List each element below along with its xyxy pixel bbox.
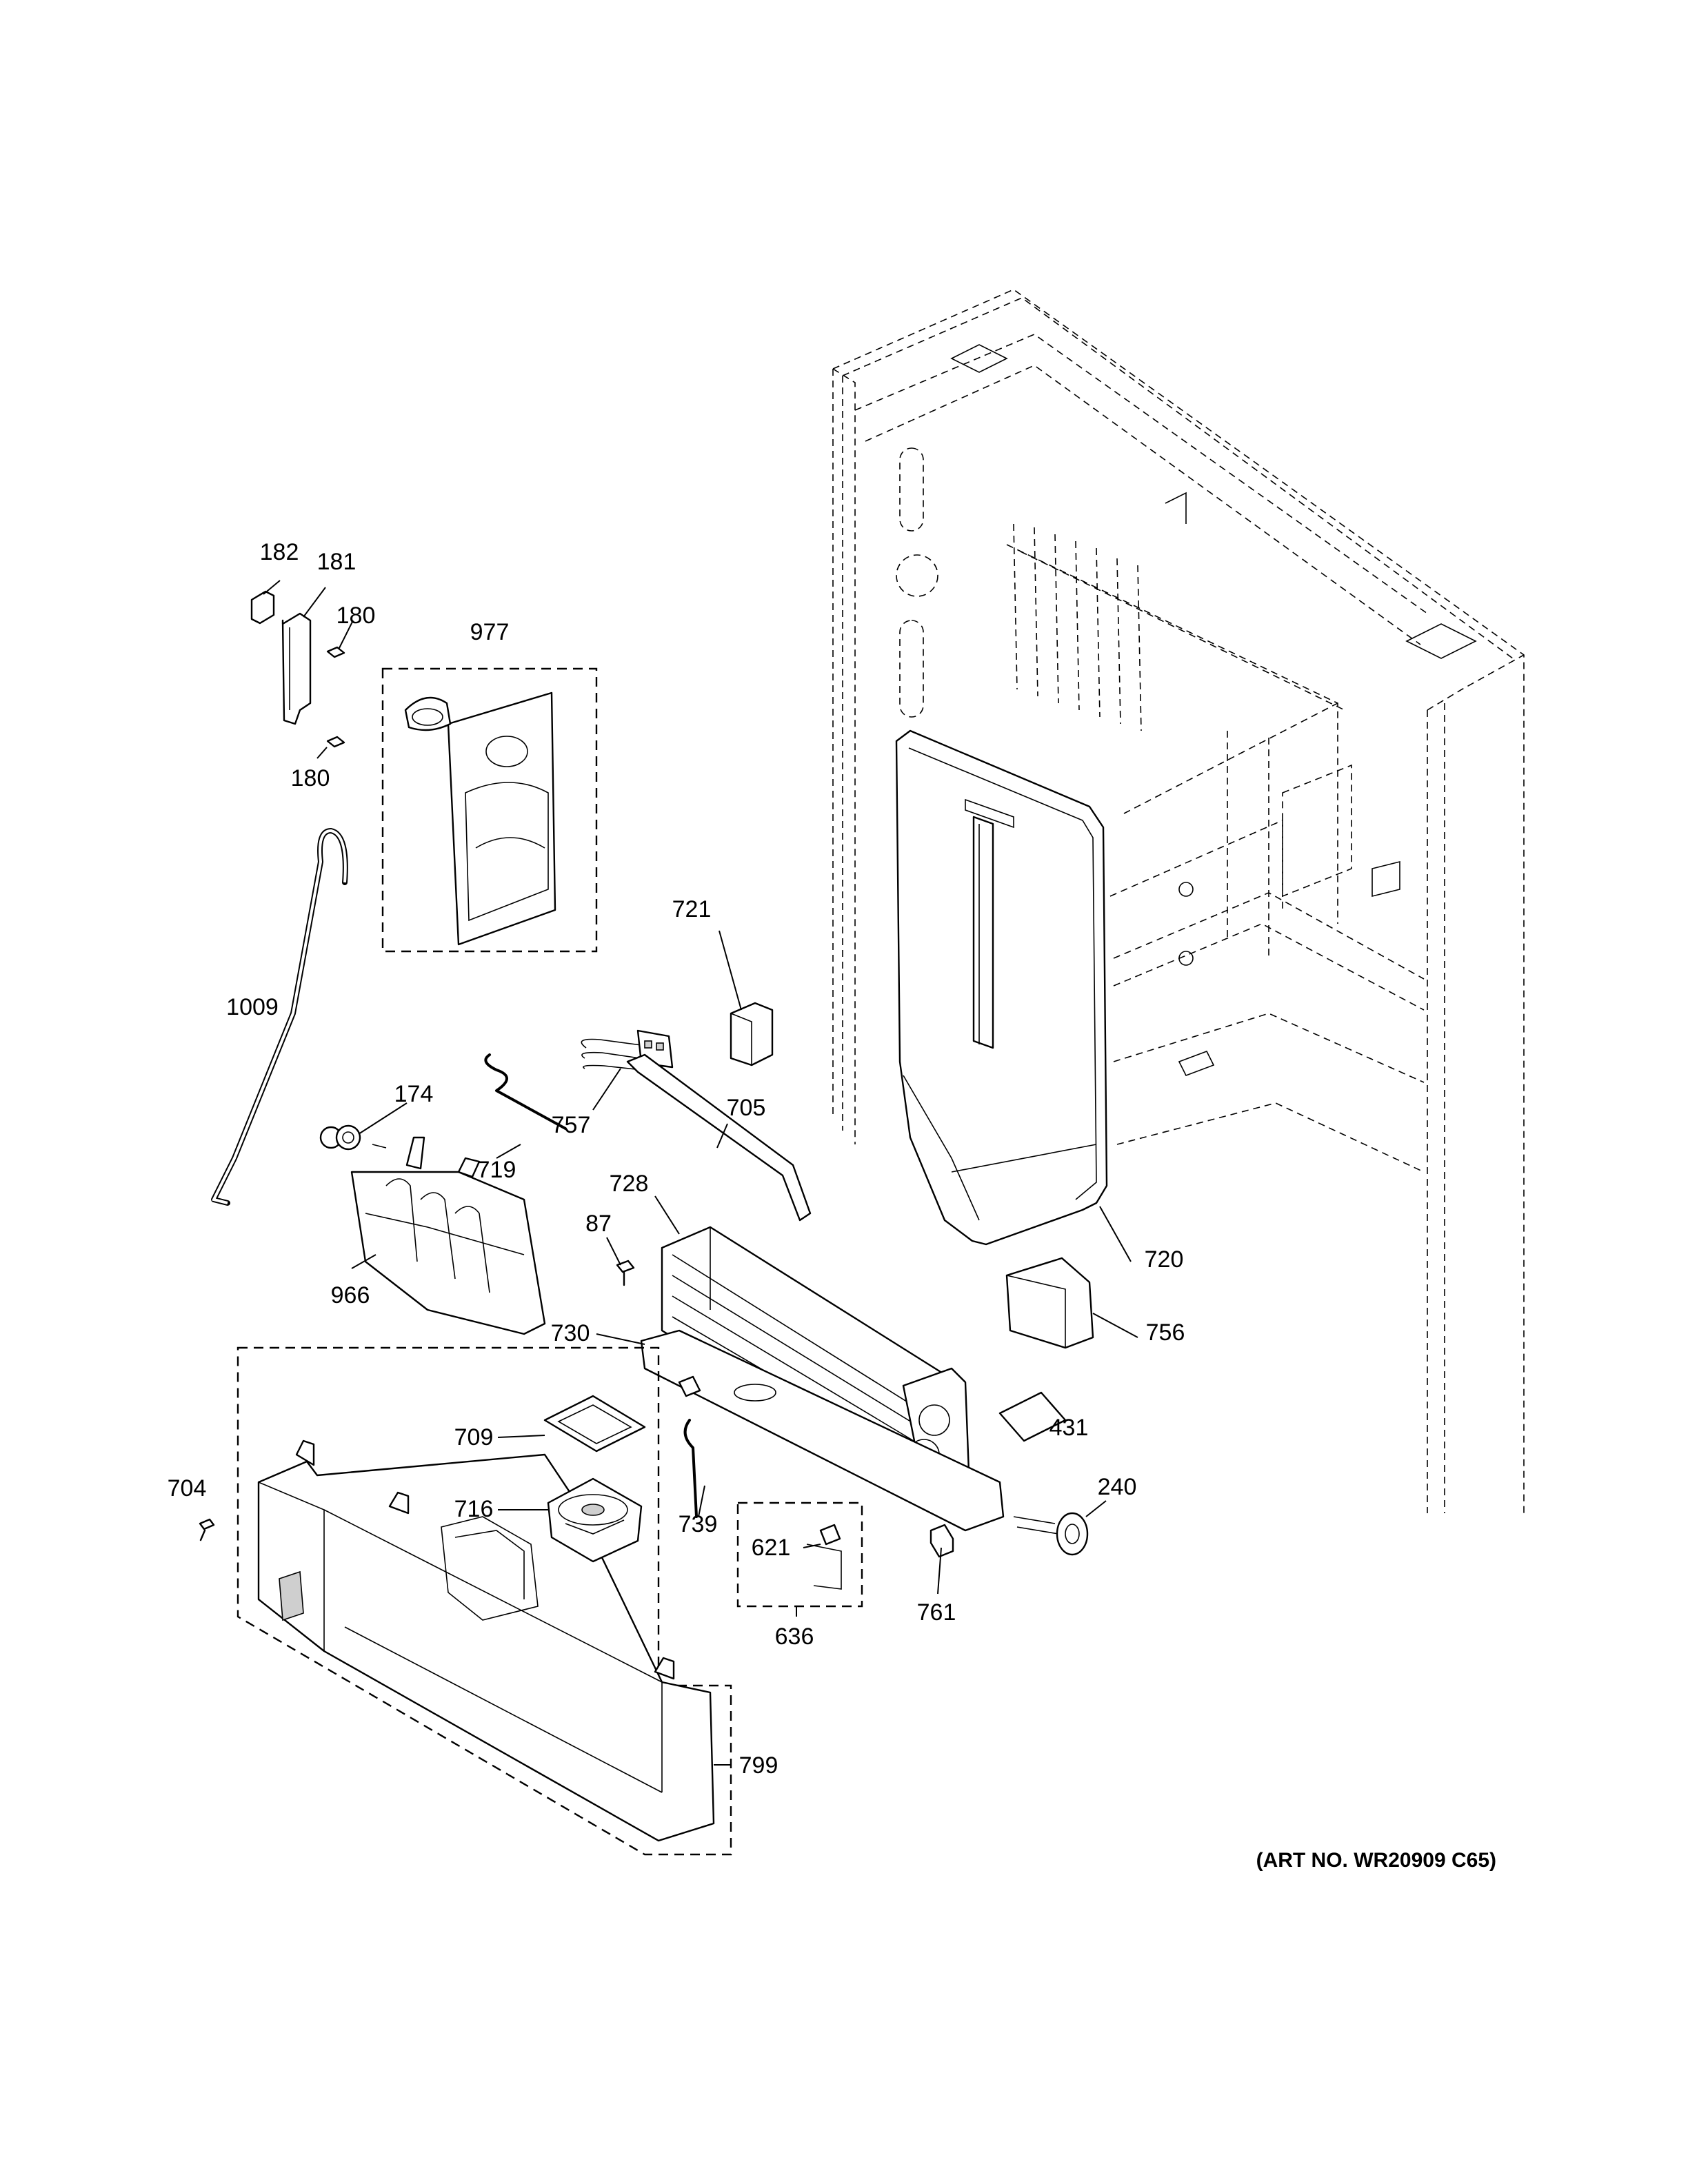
callout-730: 730 [551,1320,590,1346]
callout-1009: 1009 [226,994,279,1020]
evaporator-fan [547,1477,643,1563]
drain-tube-inner [212,829,347,1204]
callout-756: 756 [1146,1320,1185,1346]
bracket-assembly [250,590,345,748]
callout-709: 709 [454,1424,494,1450]
drain-fitting [319,1124,387,1151]
callout-761: 761 [917,1599,956,1626]
callout-719: 719 [477,1157,516,1183]
heater-wire [484,1053,567,1130]
fan-shroud-group [237,1346,732,1856]
callout-705: 705 [727,1095,766,1121]
leader-lines [263,580,1138,1766]
defrost-thermistor [930,1524,954,1558]
air-duct-block [1005,1257,1094,1349]
wire-connector [678,1375,701,1397]
callout-180-top: 180 [336,603,376,629]
callout-240: 240 [1098,1474,1137,1500]
tray-drain-hole [734,1384,776,1402]
fan-gasket [543,1395,646,1453]
callout-704: 704 [168,1475,207,1502]
callout-966: 966 [331,1282,370,1308]
callout-174: 174 [394,1081,434,1107]
cabinet-frame [832,289,1525,1513]
evaporator-tray [640,1329,1005,1532]
art-number: (ART NO. WR20909 C65) [1256,1849,1496,1872]
callout-431: 431 [1049,1415,1089,1441]
dispenser-housing-group [381,667,598,953]
callout-621: 621 [752,1535,791,1561]
callout-182: 182 [260,539,299,565]
temperature-sensor [1013,1512,1089,1556]
mounting-screw [616,1260,635,1286]
callout-720: 720 [1145,1246,1184,1273]
callout-977: 977 [470,619,510,645]
drain-pan [350,1136,546,1335]
wire-clip [683,1419,698,1518]
callout-799: 799 [739,1752,778,1779]
shroud-screw [199,1518,215,1541]
callout-labels: 182 181 180 180 977 721 1009 757 705 174… [168,539,1496,1872]
wire-harness [581,1029,674,1071]
callout-739: 739 [679,1511,718,1537]
insulation-strip [626,1053,812,1222]
callout-180-bottom: 180 [291,765,330,791]
callout-757: 757 [552,1112,591,1138]
callout-181: 181 [317,549,356,575]
callout-728: 728 [610,1171,649,1197]
callout-636: 636 [775,1624,814,1650]
callout-87: 87 [585,1211,612,1237]
evaporator-cover-panel [895,729,1108,1246]
callout-716: 716 [454,1496,494,1522]
clip-group [736,1502,863,1608]
control-module [730,1002,774,1066]
callout-721: 721 [672,896,712,922]
